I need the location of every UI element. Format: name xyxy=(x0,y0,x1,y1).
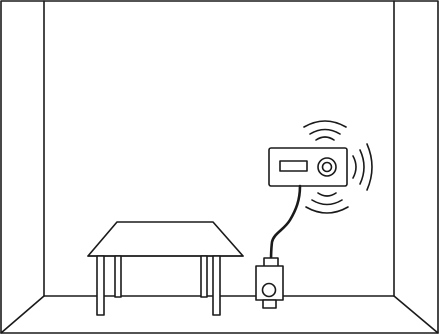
wave-bottom-3 xyxy=(305,206,349,214)
sound-waves-top-icon xyxy=(303,120,347,141)
outlet-base-tab xyxy=(262,299,277,309)
sound-waves-bottom-icon xyxy=(305,192,349,214)
table-leg-back-right xyxy=(200,255,208,298)
wave-right-2 xyxy=(359,149,365,185)
device-display xyxy=(279,160,308,172)
speaker-radio-icon xyxy=(268,147,348,187)
table-leg-front-right xyxy=(212,255,221,316)
wave-top-2 xyxy=(309,128,341,135)
wave-top-3 xyxy=(303,120,347,128)
wave-bottom-1 xyxy=(317,192,337,197)
wave-top-1 xyxy=(315,136,335,141)
device-speaker-outer xyxy=(317,157,337,177)
floor-left-perspective-line xyxy=(0,295,45,334)
table-leg-back-left xyxy=(114,255,122,298)
device-speaker-inner xyxy=(321,161,333,173)
wave-bottom-2 xyxy=(311,199,343,206)
table-leg-front-left xyxy=(96,255,105,316)
table-top xyxy=(87,221,244,257)
wall-outlet-icon xyxy=(255,257,284,309)
power-cable xyxy=(269,184,302,264)
floor-right-perspective-line xyxy=(393,295,439,334)
table-icon xyxy=(87,221,244,316)
outlet-socket xyxy=(261,282,277,298)
wave-right-3 xyxy=(366,143,373,191)
wave-right-1 xyxy=(352,155,357,179)
sound-waves-right-icon xyxy=(352,143,373,191)
